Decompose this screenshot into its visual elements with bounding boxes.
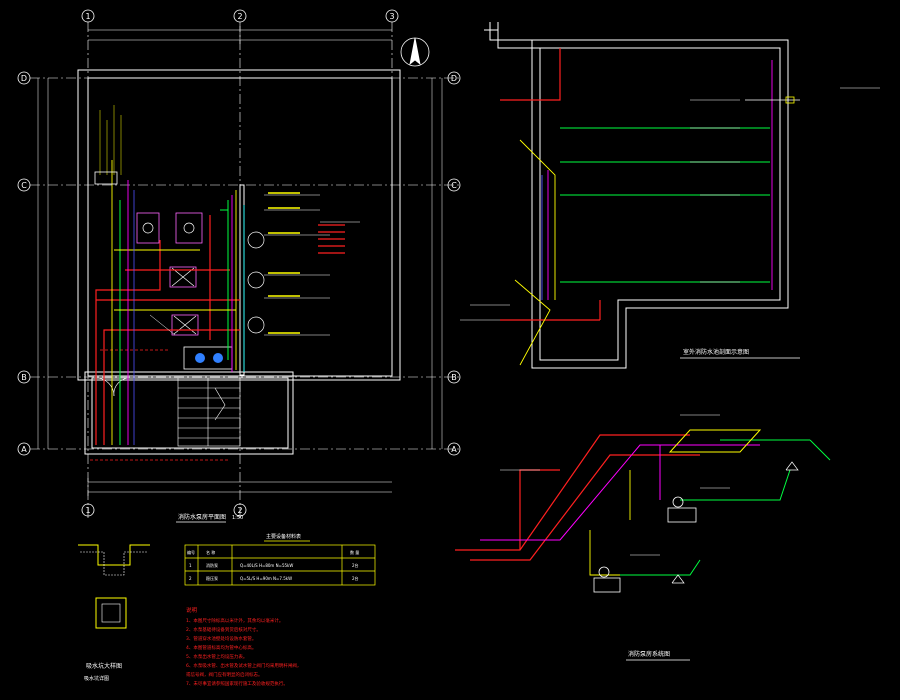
axis-label-right-c: C — [451, 181, 457, 190]
pump-icon-1 — [195, 353, 205, 363]
axis-label-left-c: C — [21, 181, 27, 190]
iso-red-pipes — [455, 434, 700, 561]
table-row1-no: 1 — [189, 563, 192, 568]
detail-subtitle: 吸水坑详图 — [84, 675, 109, 682]
iso-leaders — [500, 414, 730, 556]
tank-section: 室外消防水池剖面示意图 — [460, 22, 880, 369]
notes-line-7: 或信号阀，阀门应有明显的启闭标志。 — [186, 671, 263, 678]
pump-equipment — [136, 212, 203, 336]
table-row2-spec: Q=5L/S H=90m N=7.5kW — [240, 576, 292, 581]
pump-skid — [183, 346, 233, 370]
iso-pump-icon-1 — [672, 496, 684, 508]
equipment-table: 主要设备材料表 编号 名 称 数 量 1 消防泵 Q=40L/S H=80m N… — [184, 533, 376, 586]
notes-heading: 说明 — [186, 606, 198, 614]
plan-scale: 1:50 — [232, 515, 243, 521]
axis-label-top-2: 2 — [237, 12, 242, 21]
north-arrow-icon — [400, 37, 430, 67]
tank-pipes-yellow — [514, 139, 556, 366]
iso-pump-bases — [593, 507, 697, 593]
outlet-box — [785, 96, 795, 104]
sump-section-inner — [80, 551, 148, 576]
notes-line-2: 2、水泵基础待设备到货后核对尺寸。 — [186, 626, 261, 633]
axis-bubbles-bottom — [81, 503, 247, 517]
notes-line-1: 1、本图尺寸除标高以米计外，其余均以毫米计。 — [186, 617, 283, 624]
pipe-dashed-red — [90, 349, 230, 461]
table-header-no: 编号 — [187, 549, 195, 555]
iso-yellow-pipes — [589, 470, 640, 576]
axis-label-left-d: D — [21, 74, 27, 83]
sump-section — [78, 544, 150, 566]
equipment-callouts — [99, 105, 122, 175]
table-grid — [184, 544, 376, 586]
table-row1-qty: 2台 — [352, 562, 359, 568]
notes-line-3: 3、管道穿水池壁处均设防水套管。 — [186, 635, 256, 642]
magenta-pipes — [127, 180, 233, 445]
building-walls — [77, 69, 401, 455]
table-header-qty: 数 量 — [350, 549, 359, 555]
section-leaders — [460, 87, 880, 321]
notes: 说明 1、本图尺寸除标高以米计外，其余均以毫米计。 2、水泵基础待设备到货后核对… — [186, 606, 301, 687]
axis-grid-lines — [30, 22, 460, 520]
leader-diagonal — [149, 314, 176, 336]
dimension-lines — [37, 26, 443, 496]
tank-pipes-red — [500, 48, 601, 321]
axis-label-right-d: D — [451, 74, 457, 83]
water-level-lines — [560, 127, 770, 283]
notes-line-8: 7、未尽事宜请参照国家现行施工及验收规范执行。 — [186, 680, 288, 687]
tank-walls — [484, 22, 789, 369]
axis-label-bottom-2: 2 — [237, 506, 242, 515]
detail-title: 吸水坑大样图 — [86, 662, 122, 670]
sump-plan — [95, 597, 127, 629]
pump-icon-2 — [213, 353, 223, 363]
sump-detail: 吸水坑大样图 吸水坑详图 — [78, 544, 150, 682]
axis-bubbles-left — [17, 71, 31, 456]
plan-title: 消防水泵房平面图 — [178, 513, 226, 521]
iso-title: 消防泵房系统图 — [628, 650, 670, 658]
pump-symbols — [142, 222, 265, 335]
label-ticks-yellow — [268, 192, 300, 334]
axis-label-right-b: B — [451, 373, 457, 382]
axis-label-left-b: B — [21, 373, 27, 382]
floor-plan: 1 2 3 D C B A D C B A 1 2 — [17, 9, 461, 523]
table-header-name: 名 称 — [206, 549, 215, 555]
axis-label-top-3: 3 — [389, 12, 394, 21]
green-pipes — [119, 200, 229, 445]
leader-lines — [264, 194, 360, 336]
table-row1-name: 消防泵 — [206, 562, 218, 568]
axis-label-right-a: A — [451, 445, 457, 454]
notes-line-4: 4、本图管道标高均为管中心标高。 — [186, 644, 256, 651]
iso-magenta-pipes — [480, 444, 760, 541]
notes-line-6: 6、水泵吸水管、出水管及试水管上阀门均采用明杆闸阀， — [186, 662, 301, 669]
axis-label-bottom-1: 1 — [85, 506, 90, 515]
label-ticks-red — [318, 224, 345, 254]
fire-water-pipes — [95, 215, 240, 445]
table-row2-name: 稳压泵 — [206, 575, 218, 581]
axis-bubbles-top — [81, 9, 399, 23]
table-row2-qty: 2台 — [352, 575, 359, 581]
axis-bubbles-right — [447, 71, 461, 456]
tank-block — [94, 171, 118, 185]
iso-pump-icon-2 — [598, 566, 610, 578]
staircase — [95, 377, 241, 447]
isometric-system: 消防泵房系统图 — [455, 414, 831, 661]
table-row2-no: 2 — [189, 576, 192, 581]
section-title: 室外消防水池剖面示意图 — [683, 348, 749, 356]
sump-plan-inner — [101, 603, 121, 623]
table-title: 主要设备材料表 — [266, 533, 301, 540]
table-row1-spec: Q=40L/S H=80m N=55kW — [240, 563, 293, 568]
iso-tank — [668, 429, 762, 453]
notes-line-5: 5、水泵出水管上均设压力表。 — [186, 653, 247, 660]
tank-pipes-magenta — [547, 60, 773, 300]
iso-ground-symbols — [671, 461, 799, 584]
iso-green-pipes — [620, 439, 831, 576]
axis-label-left-a: A — [21, 445, 27, 454]
axis-label-top-1: 1 — [85, 12, 90, 21]
yellow-pipes — [111, 160, 237, 445]
